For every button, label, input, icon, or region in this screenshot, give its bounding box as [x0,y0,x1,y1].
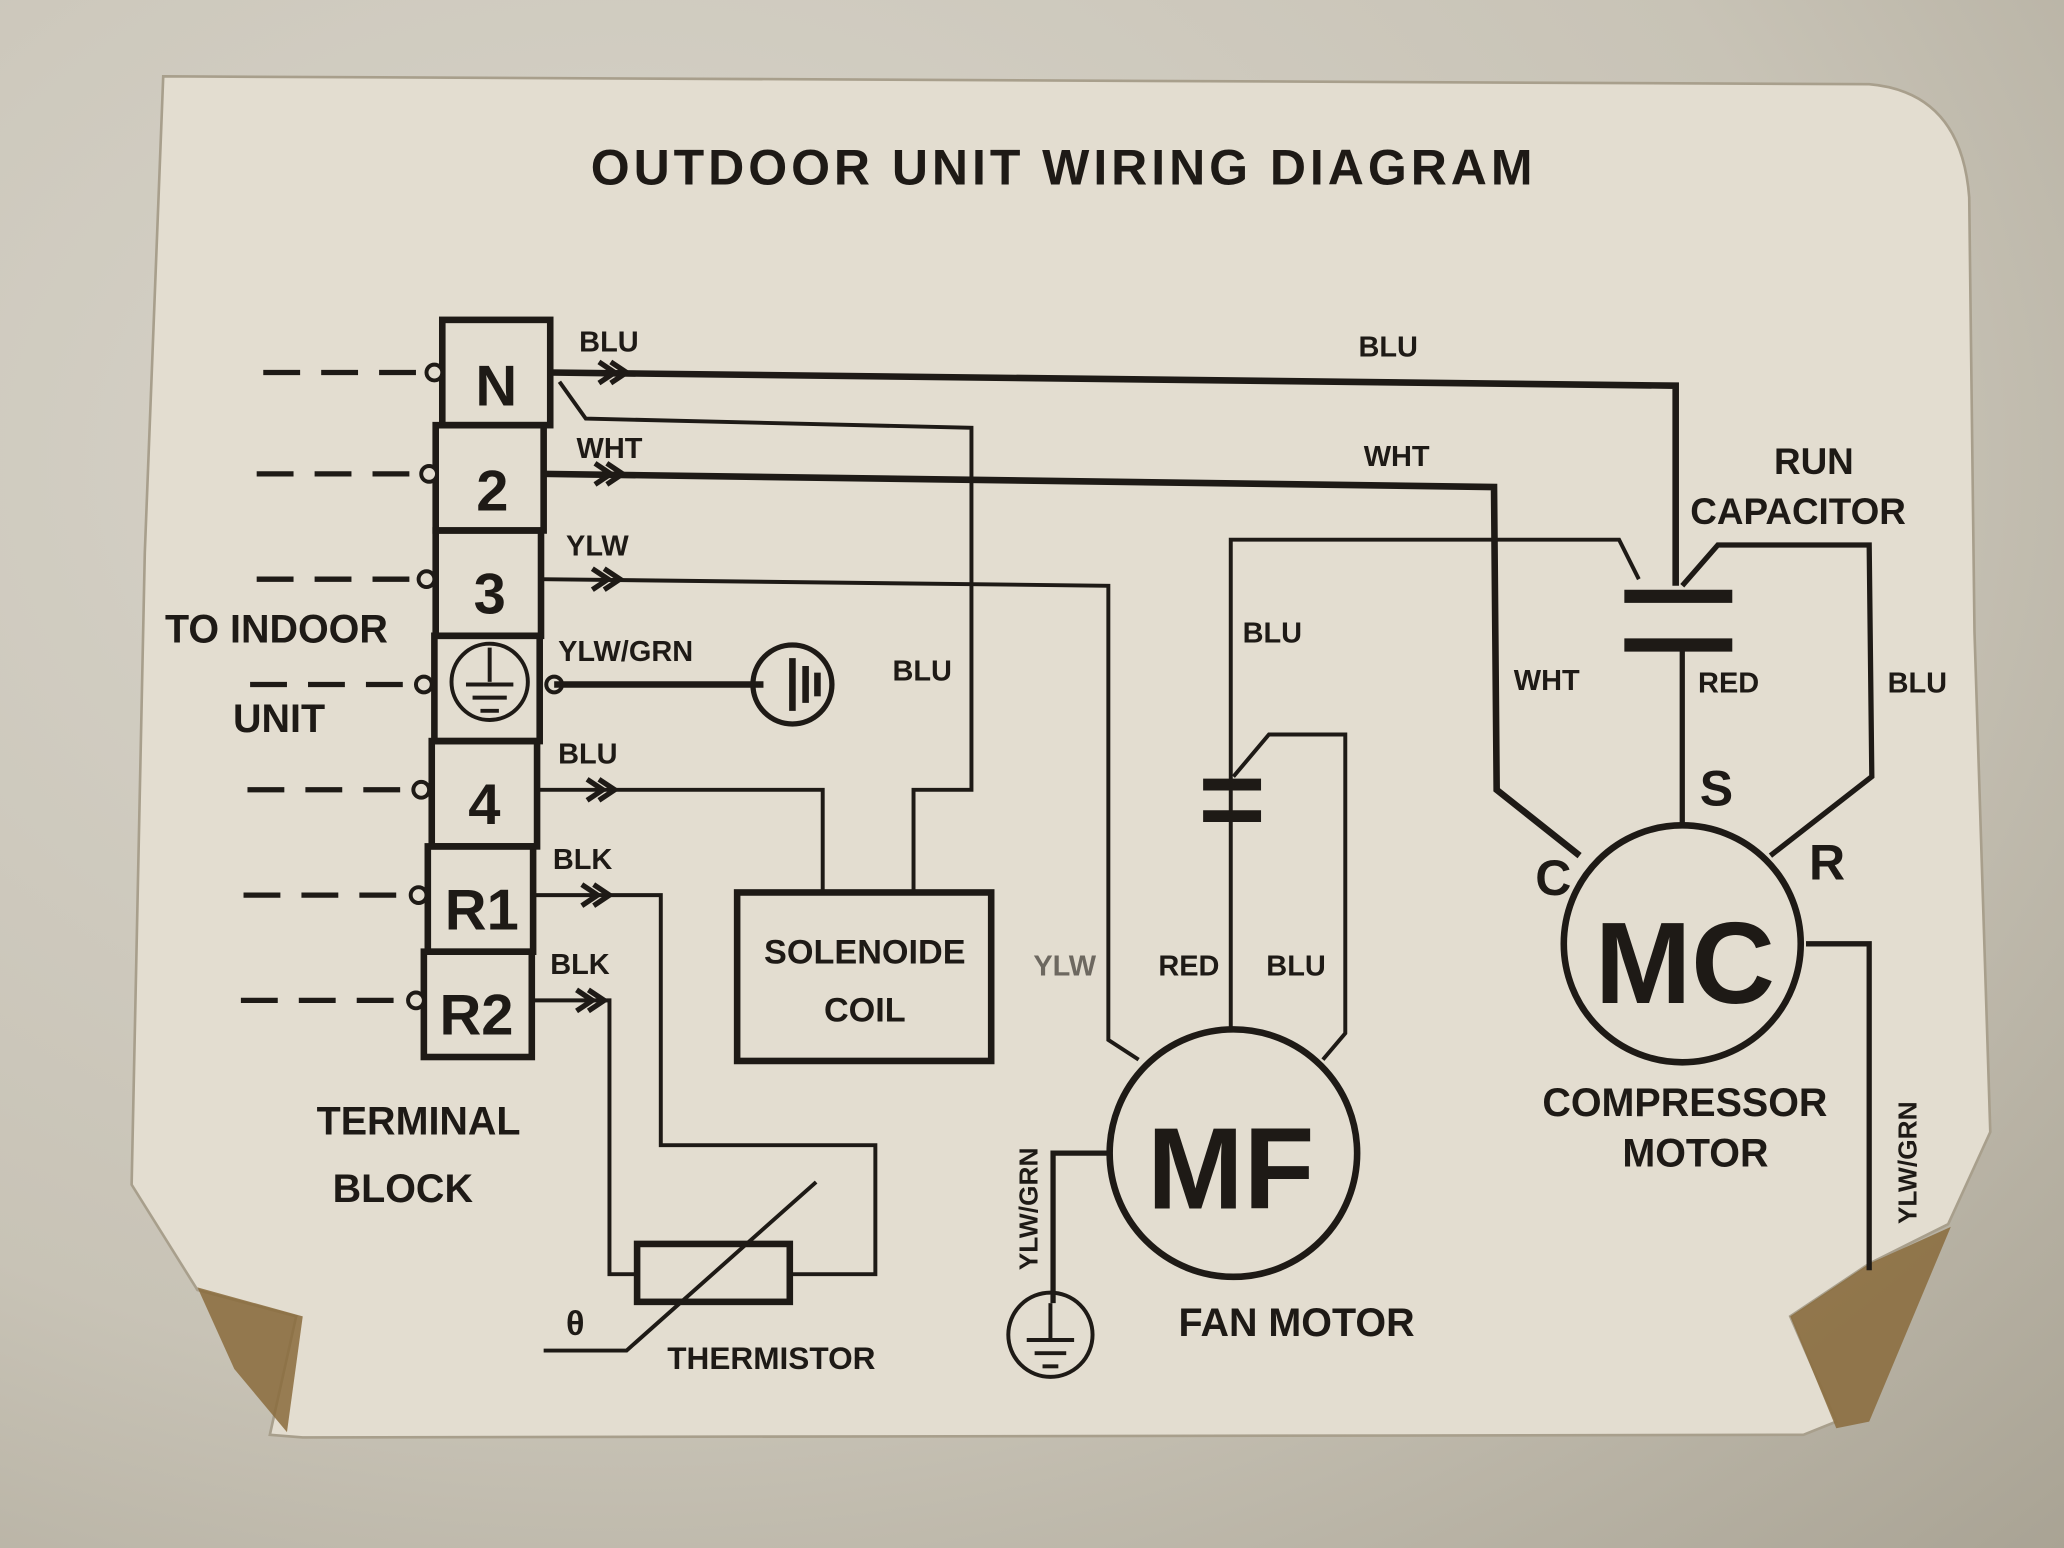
run-capacitor-label-2: CAPACITOR [1690,491,1906,532]
run-capacitor: RUN CAPACITOR WHT RED BLU [1514,441,1947,858]
wire-label-wht-top: WHT [1364,441,1430,473]
wire-label-earth: YLW/GRN [558,636,693,668]
fan-motor: MF FAN MOTOR YLW/GRN BLU YLW RED BLU [1006,537,1641,1379]
solenoid-label-2: COIL [824,991,906,1029]
thermistor: θ THERMISTOR [543,1180,876,1376]
compressor-label-1: COMPRESSOR [1542,1081,1827,1125]
solenoid-label-1: SOLENOIDE [764,934,966,972]
fan-motor-label: FAN MOTOR [1179,1301,1415,1345]
compressor-symbol: MC [1595,898,1775,1028]
earth-icon [449,641,530,723]
terminal-block-label-1: TERMINAL [317,1100,521,1144]
wire-label-capacitor-r: BLU [1888,667,1947,699]
thermistor-theta: θ [566,1305,585,1343]
terminal-n: N [475,354,517,418]
fan-ground-icon [1006,1290,1095,1379]
terminal-4: 4 [468,773,500,837]
to-indoor-label-2: UNIT [233,697,325,741]
terminal-3: 3 [474,562,506,626]
wire-label-3: YLW [566,530,629,562]
wires [531,359,1679,1277]
compressor-motor: MC C S R COMPRESSOR MOTOR YLW/GRN [1535,761,1923,1271]
wire-label-r2: BLK [550,949,610,981]
terminal-r1: R1 [445,878,519,942]
compressor-terminal-s: S [1700,761,1733,817]
run-capacitor-label-1: RUN [1774,441,1854,482]
wire-label-fan-ylw: YLW [1033,950,1096,982]
terminal-r2: R2 [439,984,513,1048]
wire-label-4: BLU [558,738,617,770]
wire-label-blu-top: BLU [1358,332,1417,364]
terminal-screws [406,362,565,1011]
to-indoor-label-1: TO INDOOR [165,607,388,651]
wire-label-blu-solenoid: BLU [892,656,951,688]
wire-label-r1: BLK [553,844,613,876]
wire-label-fan-red: RED [1158,950,1219,982]
thermistor-label: THERMISTOR [667,1340,875,1376]
indoor-connections [240,369,432,1004]
curled-corner-right [1790,1226,1951,1429]
wire-label-fan-cap-blu: BLU [1243,617,1302,649]
chassis-ground-icon [750,642,835,727]
terminal-block: N 2 3 4 R1 R2 TERMINAL BLOCK [317,316,554,1211]
wire-label-fan-ground: YLW/GRN [1013,1147,1043,1270]
label-sheet [130,75,1992,1439]
curled-corner-left [197,1287,303,1433]
wire-label-compressor-ground: YLW/GRN [1893,1101,1923,1224]
wire-label-fan-blu: BLU [1266,950,1325,982]
terminal-2: 2 [476,460,508,524]
wire-label-capacitor-s: RED [1698,667,1759,699]
wire-label-2: WHT [577,433,643,465]
wire-label-n: BLU [579,326,638,358]
terminal-block-label-2: BLOCK [333,1167,474,1211]
compressor-terminal-r: R [1809,834,1845,890]
diagram-title: OUTDOOR UNIT WIRING DIAGRAM [591,139,1537,195]
wire-label-compressor-c: WHT [1514,665,1580,697]
solenoid-coil: SOLENOIDE COIL [733,889,995,1065]
compressor-terminal-c: C [1535,850,1571,906]
compressor-label-2: MOTOR [1622,1131,1768,1175]
fan-motor-symbol: MF [1147,1103,1314,1233]
